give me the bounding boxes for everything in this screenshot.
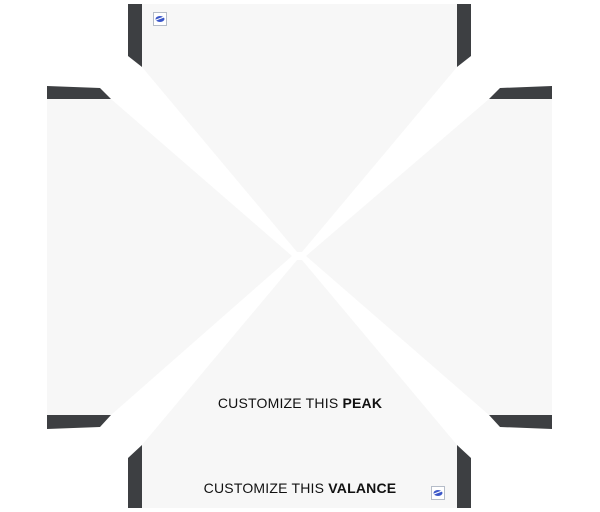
canopy-top-panel[interactable] (142, 4, 457, 252)
customize-peak-label[interactable]: CUSTOMIZE THIS PEAK (0, 395, 600, 411)
canopy-left-panel[interactable] (47, 99, 292, 415)
frame-top-right-vertical (457, 4, 471, 67)
frame-left-top-horizontal (47, 86, 111, 99)
frame-top-left-vertical (128, 4, 142, 67)
customize-peak-emphasis: PEAK (342, 395, 383, 411)
customize-peak-prefix: CUSTOMIZE THIS (217, 395, 343, 411)
frame-left-bottom-horizontal (47, 415, 111, 429)
frame-bottom-right-vertical (457, 445, 471, 508)
frame-right-top-horizontal (489, 86, 552, 99)
brand-logo-glyph (155, 16, 165, 22)
customize-valance-emphasis: VALANCE (328, 480, 397, 496)
brand-logo-icon[interactable] (153, 12, 167, 26)
brand-logo-icon[interactable] (431, 486, 445, 500)
canopy-right-panel[interactable] (306, 99, 552, 415)
customize-valance-label[interactable]: CUSTOMIZE THIS VALANCE (0, 480, 600, 496)
frame-bottom-left-vertical (128, 445, 142, 508)
canopy-bottom-panel[interactable] (142, 260, 457, 508)
brand-logo-glyph (433, 490, 443, 496)
customize-valance-prefix: CUSTOMIZE THIS (203, 480, 329, 496)
frame-right-bottom-horizontal (489, 415, 552, 429)
